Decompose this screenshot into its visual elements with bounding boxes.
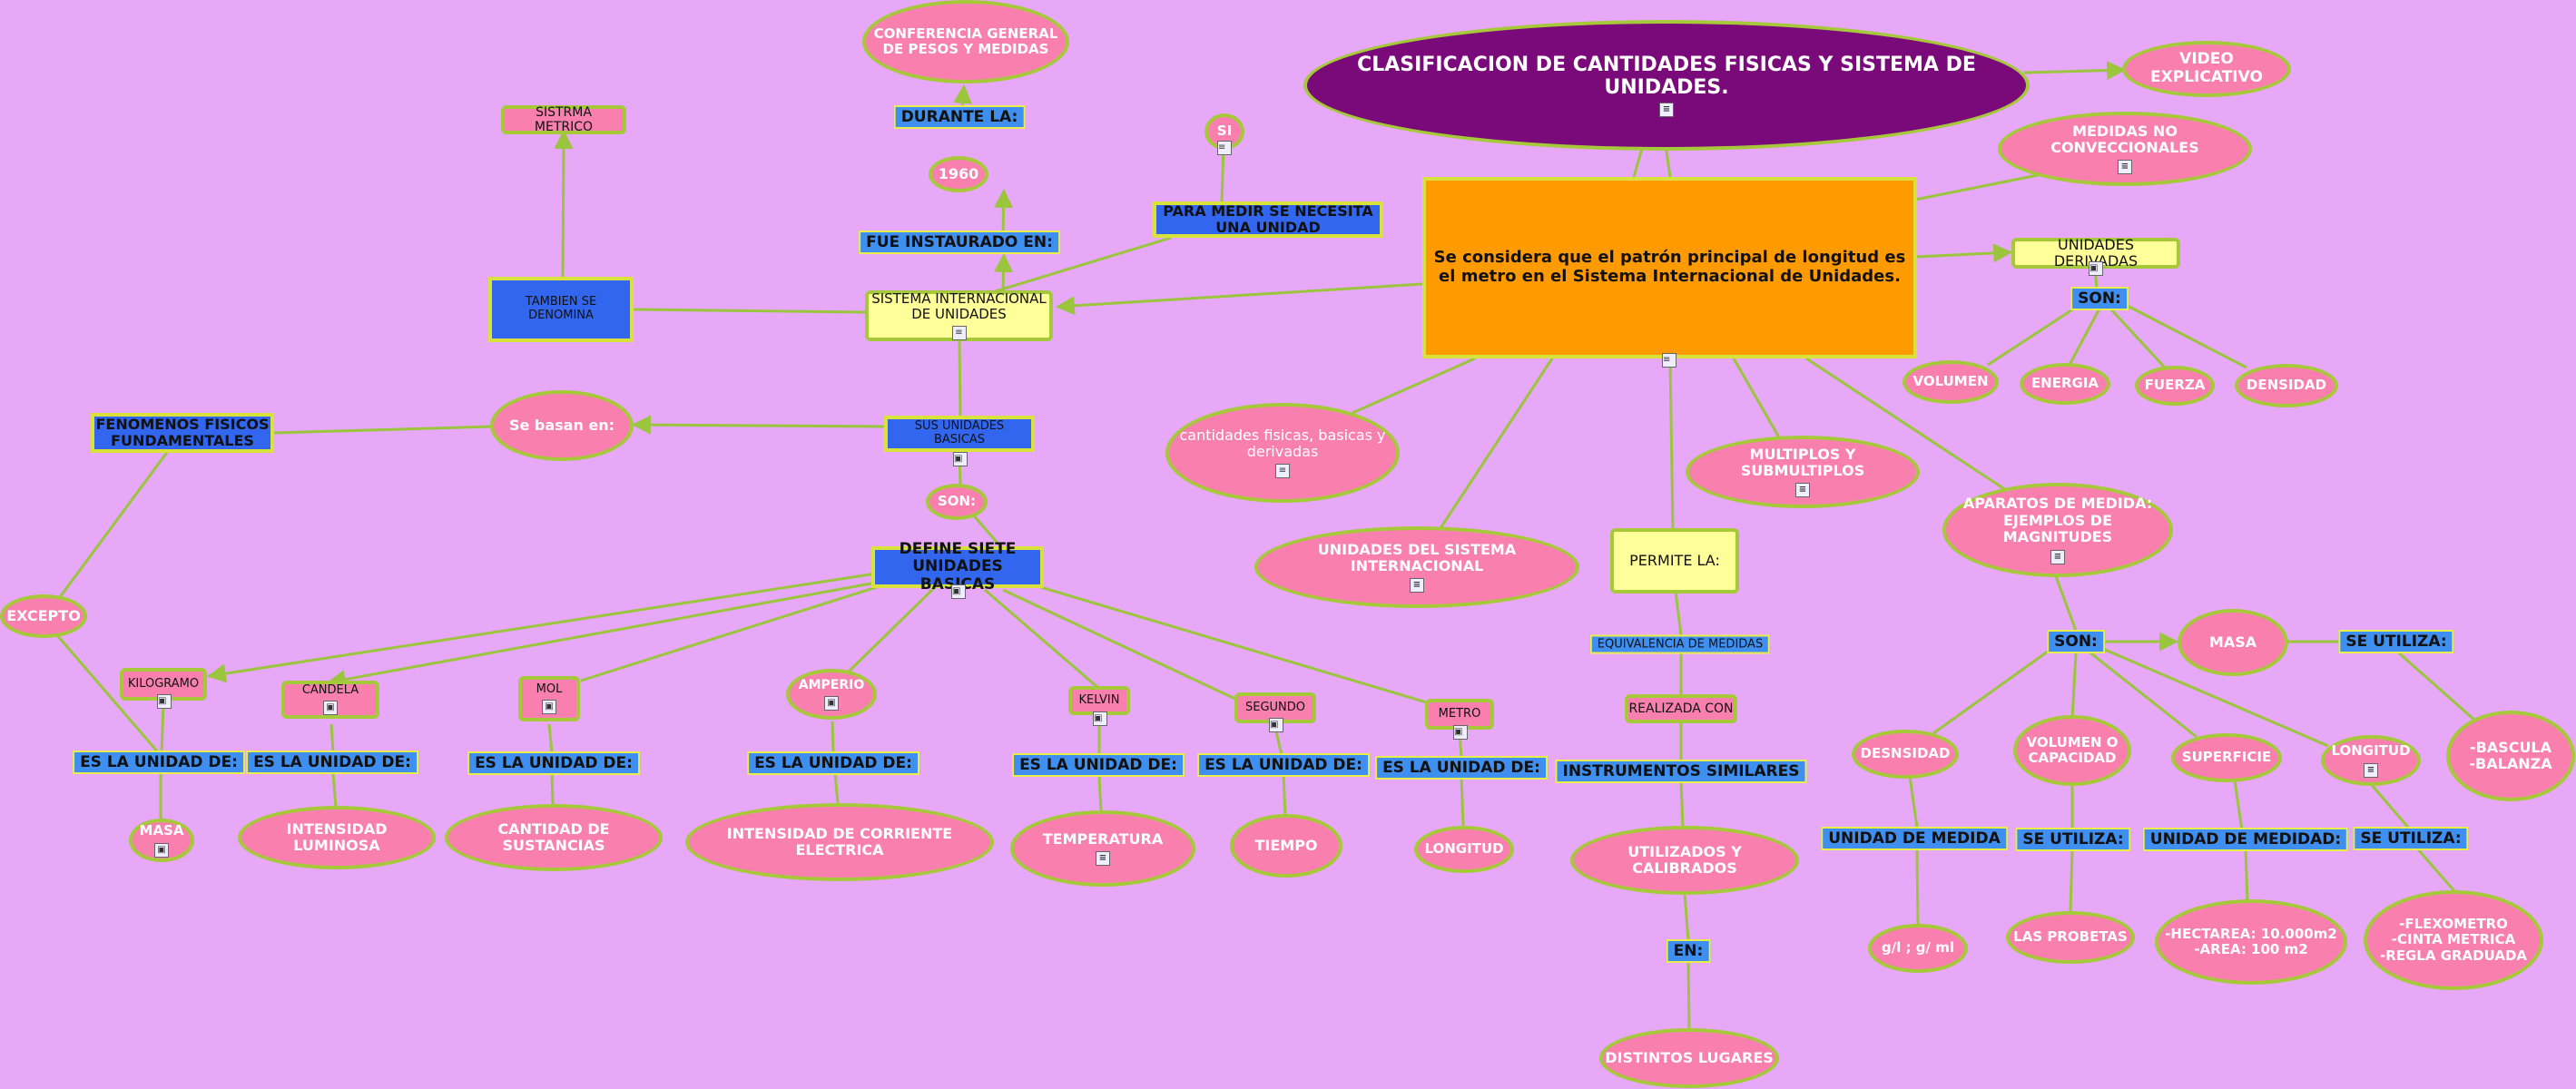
hectarea-node[interactable]: -HECTAREA: 10.000m2 -AREA: 100 m2: [2155, 899, 2347, 985]
longitud-node[interactable]: LONGITUD: [1414, 826, 1514, 873]
se-utiliza-label-3: SE UTILIZA:: [2353, 827, 2469, 850]
gl-node[interactable]: g/l ; g/ ml: [1868, 924, 1968, 973]
fuerza-node[interactable]: FUERZA: [2135, 366, 2215, 406]
image-icon[interactable]: ▣: [154, 842, 169, 858]
define-siete-node[interactable]: DEFINE SIETE UNIDADES BASICAS: [871, 540, 1044, 593]
para-medir-node[interactable]: PARA MEDIR SE NECESITA UNA UNIDAD: [1153, 201, 1383, 238]
image-icon[interactable]: ▣: [1269, 718, 1283, 732]
volumen-node[interactable]: VOLUMEN: [1903, 360, 1999, 404]
anio-node[interactable]: 1960: [929, 156, 988, 192]
document-icon[interactable]: ≡: [2050, 549, 2065, 564]
unidad-de-label-amperio: ES LA UNIDAD DE:: [747, 751, 919, 775]
sistema-internacional-node[interactable]: SISTEMA INTERNACIONAL DE UNIDADES≡: [865, 290, 1053, 341]
temperatura-node[interactable]: TEMPERATURA≡: [1010, 810, 1195, 887]
unidad-de-label-metro: ES LA UNIDAD DE:: [1375, 756, 1548, 780]
excepto-node[interactable]: EXCEPTO: [0, 594, 87, 638]
sus-unidades-node[interactable]: SUS UNIDADES BASICAS: [884, 416, 1035, 452]
se-utiliza-label-2: SE UTILIZA:: [2015, 828, 2131, 851]
image-icon[interactable]: ▣: [1453, 725, 1468, 740]
unidad-de-label-candela: ES LA UNIDAD DE:: [246, 751, 418, 774]
cantidad-sustancias-node[interactable]: CANTIDAD DE SUSTANCIAS: [445, 804, 663, 871]
tiempo-node[interactable]: TIEMPO: [1230, 814, 1342, 878]
unidad-de-label-kilogramo: ES LA UNIDAD DE:: [73, 751, 245, 774]
image-icon[interactable]: ▣: [157, 694, 172, 709]
en-label: EN:: [1666, 939, 1711, 963]
volumen-capacidad-node[interactable]: VOLUMEN O CAPACIDAD: [2013, 715, 2131, 786]
image-icon[interactable]: ▣: [542, 700, 556, 715]
kilogramo-node[interactable]: KILOGRAMO: [120, 668, 207, 701]
unidad-de-label-segundo: ES LA UNIDAD DE:: [1197, 753, 1370, 777]
se-basan-node[interactable]: Se basan en:: [490, 390, 634, 461]
instrumentos-label: INSTRUMENTOS SIMILARES: [1555, 760, 1807, 783]
permite-node[interactable]: PERMITE LA:: [1610, 528, 1739, 594]
document-icon[interactable]: ≡: [1217, 141, 1232, 155]
document-icon[interactable]: ≡: [1275, 464, 1290, 479]
document-icon[interactable]: ≡: [1096, 851, 1110, 867]
equivalencia-label: EQUIVALENCIA DE MEDIDAS: [1589, 634, 1771, 654]
image-icon[interactable]: ▣: [323, 701, 338, 716]
superficie-node[interactable]: SUPERFICIE: [2171, 733, 2282, 782]
document-icon[interactable]: ≡: [1795, 483, 1810, 498]
unidad-de-label-mol: ES LA UNIDAD DE:: [467, 751, 640, 775]
image-icon[interactable]: ▣: [2089, 261, 2103, 276]
energia-node[interactable]: ENERGIA: [2020, 363, 2110, 405]
image-icon[interactable]: ▣: [824, 696, 839, 711]
fenomenos-node[interactable]: FENOMENOS FISICOS FUNDAMENTALES: [91, 413, 274, 453]
son-aparatos-label: SON:: [2047, 630, 2105, 653]
longitud-aparato-node[interactable]: LONGITUD≡: [2321, 735, 2421, 786]
realizada-node[interactable]: REALIZADA CON: [1625, 694, 1737, 723]
distintos-node[interactable]: DISTINTOS LUGARES: [1599, 1028, 1779, 1088]
intensidad-luminosa-node[interactable]: INTENSIDAD LUMINOSA: [238, 806, 436, 869]
unidades-si-node[interactable]: UNIDADES DEL SISTEMA INTERNACIONAL≡: [1254, 526, 1579, 608]
bascula-node[interactable]: -BASCULA -BALANZA: [2446, 711, 2575, 801]
image-icon[interactable]: ▣: [1093, 711, 1107, 726]
document-icon[interactable]: ≡: [1659, 103, 1674, 118]
cantidades-node[interactable]: cantidades fisicas, basicas y derivadas≡: [1165, 403, 1400, 503]
probetas-node[interactable]: LAS PROBETAS: [2006, 911, 2135, 964]
se-utiliza-label-1: SE UTILIZA:: [2338, 630, 2454, 653]
aparatos-node[interactable]: APARATOS DE MEDIDA: EJEMPLOS DE MAGNITUD…: [1942, 483, 2173, 577]
document-icon[interactable]: ≡: [1662, 353, 1676, 368]
flexometro-node[interactable]: -FLEXOMETRO -CINTA METRICA -REGLA GRADUA…: [2364, 890, 2543, 990]
document-icon[interactable]: ≡: [2118, 160, 2132, 175]
multiplos-node[interactable]: MULTIPLOS Y SUBMULTIPLOS≡: [1686, 436, 1920, 508]
unidad-medida-label: UNIDAD DE MEDIDA: [1821, 827, 2008, 850]
masa-node[interactable]: MASA▣: [129, 819, 194, 862]
image-icon[interactable]: ▣: [951, 584, 966, 599]
video-node[interactable]: VIDEO EXPLICATIVO: [2122, 41, 2291, 97]
fue-instaurado-label: FUE INSTAURADO EN:: [859, 231, 1060, 254]
sistrma-metrico-node[interactable]: SISTRMA METRICO: [501, 105, 626, 134]
medidas-no-conv-node[interactable]: MEDIDAS NO CONVECCIONALES≡: [1998, 112, 2252, 186]
title-node[interactable]: CLASIFICACION DE CANTIDADES FISICAS Y SI…: [1303, 20, 2030, 151]
masa-aparato-node[interactable]: MASA: [2178, 609, 2288, 676]
document-icon[interactable]: ≡: [1410, 578, 1424, 594]
mol-node[interactable]: MOL▣: [518, 676, 580, 721]
unidad-medida-label-2: UNIDAD DE MEDIDAD:: [2142, 828, 2349, 851]
durante-label: DURANTE LA:: [893, 105, 1026, 129]
tambien-se-denomina-node[interactable]: TAMBIEN SE DENOMINA: [488, 277, 634, 342]
son-label: SON:: [2070, 287, 2129, 310]
unidad-de-label-kelvin: ES LA UNIDAD DE:: [1012, 753, 1185, 777]
son-basicas-node[interactable]: SON:: [926, 484, 988, 520]
document-icon[interactable]: ≡: [951, 326, 967, 341]
densidad-aparato-node[interactable]: DESNSIDAD: [1852, 730, 1959, 779]
densidad-node[interactable]: DENSIDAD: [2235, 364, 2338, 407]
amperio-node[interactable]: AMPERIO▣: [786, 669, 877, 720]
central-node[interactable]: Se considera que el patrón principal de …: [1422, 177, 1917, 358]
candela-node[interactable]: CANDELA▣: [281, 681, 379, 719]
document-icon[interactable]: ≡: [2364, 762, 2378, 778]
image-icon[interactable]: ▣: [953, 452, 968, 466]
conferencia-node[interactable]: CONFERENCIA GENERAL DE PESOS Y MEDIDAS: [862, 0, 1069, 83]
corriente-electrica-node[interactable]: INTENSIDAD DE CORRIENTE ELECTRICA: [685, 803, 994, 881]
utilizados-node[interactable]: UTILIZADOS Y CALIBRADOS: [1570, 826, 1799, 895]
